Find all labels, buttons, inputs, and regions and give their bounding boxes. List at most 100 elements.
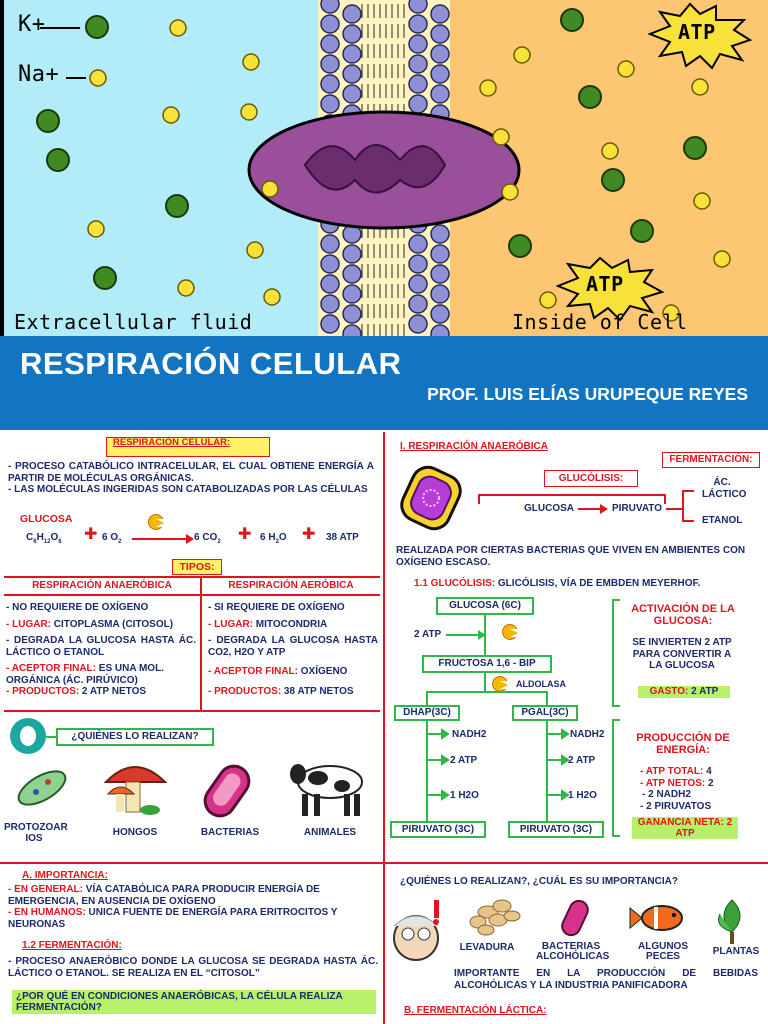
potassium-ion xyxy=(46,148,70,172)
sodium-ion xyxy=(501,183,519,201)
atp-input-label: 2 ATP xyxy=(414,629,442,640)
aerobic-feature: - ACEPTOR FINAL: OXÍGENO xyxy=(208,666,348,677)
glucosa-label: GLUCOSA xyxy=(20,513,73,525)
eq-glucose: C6H12O6 xyxy=(26,532,62,545)
anaerobic-question: ¿POR QUÉ EN CONDICIONES ANAERÓBICAS, LA … xyxy=(12,990,376,1014)
dhap-box: DHAP(3C) xyxy=(394,705,460,721)
gasto-badge: GASTO: 2 ATP xyxy=(638,686,730,698)
fermenter-label-yeast: LEVADURA xyxy=(459,942,515,953)
phospholipid-head xyxy=(320,14,340,34)
phospholipid-head xyxy=(320,54,340,74)
importance-line: - EN HUMANOS: UNICA FUENTE DE ENERGÍA PA… xyxy=(8,907,338,930)
fermentation-label: FERMENTACIÓN: xyxy=(662,452,760,468)
eq-co2: 6 CO2 xyxy=(194,532,221,545)
organism-label-fungi: HONGOS xyxy=(112,827,158,838)
page-title: RESPIRACIÓN CELULAR xyxy=(20,346,402,381)
tipos-label: TIPOS: xyxy=(172,559,222,575)
sodium-ion xyxy=(169,19,187,37)
eq-oxygen: 6 O2 xyxy=(102,532,122,545)
mushroom-icon xyxy=(103,766,168,815)
ethanol-node: ETANOL xyxy=(702,515,743,526)
fermenters-illustration xyxy=(393,899,741,961)
phospholipid-head xyxy=(342,304,362,324)
enzyme-icon xyxy=(148,514,164,530)
plus-icon: ✚ xyxy=(302,524,316,543)
aerobic-feature: - DEGRADA LA GLUCOSA HASTA CO2, H2O Y AT… xyxy=(208,635,378,658)
atp-burst-bottom xyxy=(555,256,665,322)
phospholipid-head xyxy=(342,44,362,64)
membrane-illustration: K+ Na+ ATP ATP Extracellular fluid Insid… xyxy=(0,0,768,336)
phospholipid-head xyxy=(342,284,362,304)
scientist-icon xyxy=(393,900,439,961)
fermentation-title: 1.2 FERMENTACIÓN: xyxy=(22,940,122,951)
left-section-divider xyxy=(0,862,383,864)
sodium-ion xyxy=(240,103,258,121)
potassium-ion xyxy=(85,15,109,39)
phospholipid-head xyxy=(430,84,450,104)
atp-bottom-label: ATP xyxy=(586,272,624,296)
sodium-ion xyxy=(162,106,180,124)
inside-of-cell-label: Inside of Cell xyxy=(512,310,688,334)
phospholipid-head xyxy=(408,234,428,254)
anaerobic-features: - NO REQUIERE DE OXÍGENO - LUGAR: CITOPL… xyxy=(6,602,196,698)
phospholipid-head xyxy=(430,4,450,24)
quienes-box: ¿QUIÉNES LO REALIZAN? xyxy=(56,728,214,746)
phospholipid-head xyxy=(342,244,362,264)
anaerobic-feature: - DEGRADA LA GLUCOSA HASTA ÁC. LÁCTICO O… xyxy=(6,635,196,658)
phospholipid-head xyxy=(342,64,362,84)
phospholipid-head xyxy=(342,4,362,24)
fructose-box: FRUCTOSA 1,6 - BIP xyxy=(422,655,552,673)
phospholipid-head xyxy=(408,314,428,334)
pgal-atp: 2 ATP xyxy=(568,755,596,766)
fermentation-bracket xyxy=(682,490,684,522)
membrane-drawing xyxy=(36,0,753,336)
pgal-nadh2: NADH2 xyxy=(570,729,605,740)
phospholipid-head xyxy=(342,264,362,284)
yeast-icon xyxy=(469,899,521,936)
arrow-right-icon xyxy=(578,504,608,514)
potassium-ion xyxy=(560,8,584,32)
production-list: - ATP TOTAL: 4 - ATP NETOS: 2 - 2 NADH2 … xyxy=(640,766,714,812)
phospholipid-head xyxy=(430,24,450,44)
glycolysis-label: GLUCÓLISIS: xyxy=(544,470,638,487)
sodium-ion xyxy=(513,46,531,64)
potassium-ion xyxy=(601,168,625,192)
importance-title: A. IMPORTANCIA: xyxy=(22,870,108,881)
phospholipid-head xyxy=(430,264,450,284)
protozoa-icon xyxy=(17,770,67,806)
fermentation-importance: IMPORTANTE EN LA PRODUCCIÓN DE BEBIDAS A… xyxy=(454,968,758,991)
glucosa-node: GLUCOSA xyxy=(524,503,574,514)
net-gain-badge: GANANCIA NETA: 2 ATP xyxy=(632,817,738,839)
glycolysis-bracket xyxy=(478,494,666,496)
glucose-6c-box: GLUCOSA (6C) xyxy=(436,597,534,615)
production-title: PRODUCCIÓN DE ENERGÍA: xyxy=(636,732,730,756)
right-section-divider xyxy=(385,862,768,864)
column-divider xyxy=(383,432,385,1024)
lactic-fermentation-title: B. FERMENTACIÓN LÁCTICA: xyxy=(404,1005,547,1016)
glycolysis-subtitle: 1.1 GLUCÓLISIS: GLICÓLISIS, VÍA DE EMBDE… xyxy=(414,578,701,589)
sodium-ion xyxy=(539,291,557,309)
anaerobic-feature: - LUGAR: CITOPLASMA (CITOSOL) xyxy=(6,618,174,630)
fermenter-label-bacteria: BACTERIAS ALCOHÓLICAS xyxy=(536,941,610,962)
sodium-ion xyxy=(246,241,264,259)
atp-top-label: ATP xyxy=(678,20,716,44)
respiration-equation: C6H12O6 ✚ 6 O2 6 CO2 ✚ 6 H2O ✚ 38 ATP xyxy=(26,526,386,548)
phospholipid-head xyxy=(408,54,428,74)
sodium-ion xyxy=(87,220,105,238)
organism-label-animals: ANIMALES xyxy=(303,827,357,838)
fish-icon xyxy=(629,905,683,931)
extracellular-fluid-label: Extracellular fluid xyxy=(14,310,253,334)
cow-icon xyxy=(290,764,363,816)
phospholipid-head xyxy=(320,74,340,94)
definition-text: - PROCESO CATABÓLICO INTRACELULAR, EL CU… xyxy=(8,461,374,496)
phospholipid-head xyxy=(320,274,340,294)
phospholipid-head xyxy=(320,0,340,14)
phospholipid-head xyxy=(342,24,362,44)
phospholipid-head xyxy=(408,74,428,94)
bacterium-icon xyxy=(400,465,462,531)
sodium-ion xyxy=(89,69,107,87)
phospholipid-head xyxy=(408,34,428,54)
sodium-ion xyxy=(177,279,195,297)
dhap-h2o: 1 H2O xyxy=(450,790,479,801)
enzyme-icon xyxy=(502,624,518,640)
